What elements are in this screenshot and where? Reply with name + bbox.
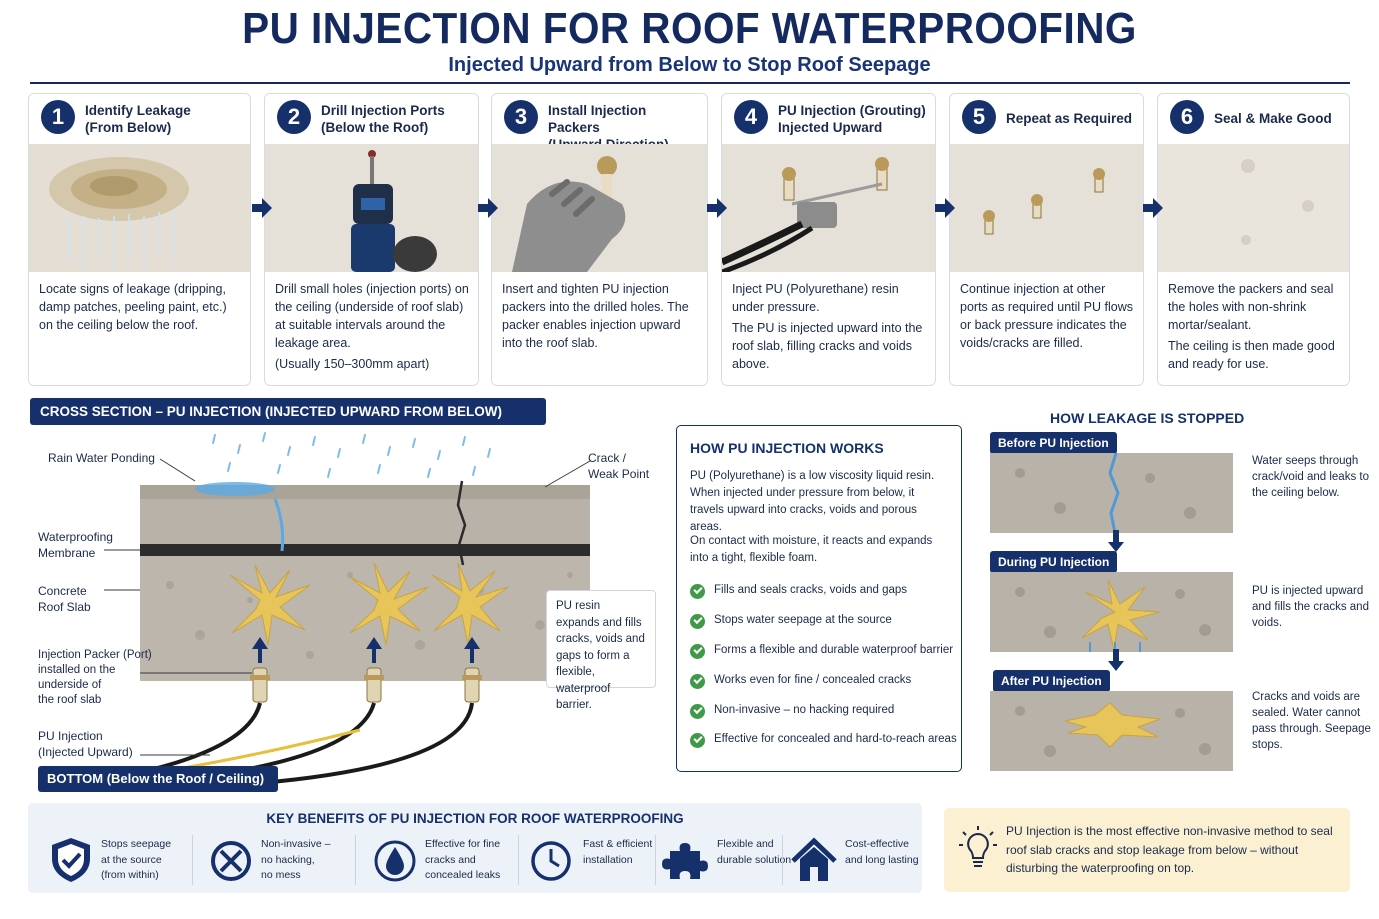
step-number-badge: 3 [504, 100, 538, 134]
summary-text: PU Injection is the most effective non-i… [1006, 824, 1333, 875]
arrow-down-icon [1108, 649, 1124, 671]
injection-packers [250, 637, 482, 703]
divider [355, 835, 356, 885]
waterproofing-membrane [140, 544, 590, 556]
rain-ponding-callout: Rain Water Ponding [48, 451, 155, 465]
page-title: PU INJECTION FOR ROOF WATERPROOFING [242, 4, 1137, 53]
step-card-4: 4 PU Injection (Grouting) Injected Upward… [721, 93, 936, 386]
pu-injection-illustration [722, 144, 935, 275]
water-drop-icon [374, 840, 416, 882]
arrow-right-icon [1143, 198, 1163, 218]
how-it-works-title: HOW PU INJECTION WORKS [690, 440, 884, 456]
step-number-badge: 2 [277, 100, 311, 134]
step-title: Repeat as Required [1006, 111, 1133, 126]
puzzle-icon [662, 843, 708, 879]
after-injection-text: Cracks and voids are sealed. Water canno… [1252, 691, 1371, 751]
cross-section-diagram [104, 432, 591, 785]
cross-section-label: CROSS SECTION – PU INJECTION (INJECTED U… [30, 398, 546, 425]
arrow-right-icon [707, 198, 727, 218]
step-description: Drill small holes (injection ports) on t… [275, 282, 469, 371]
step-description: Continue injection at other ports as req… [960, 282, 1133, 350]
ceiling-leak-illustration [29, 144, 250, 272]
check-icon [690, 584, 705, 599]
no-hacking-icon [211, 841, 251, 881]
shield-check-icon [52, 838, 90, 882]
step-number-badge: 6 [1170, 100, 1204, 134]
house-icon [791, 837, 837, 881]
step-number-badge: 1 [41, 100, 75, 134]
step-number-badge: 5 [962, 100, 996, 134]
key-benefits-panel: KEY BENEFITS OF PU INJECTION FOR ROOF WA… [28, 803, 922, 893]
benefit-check-item: Works even for fine / concealed cracks [690, 673, 953, 691]
rain-drops [212, 432, 491, 478]
step-title: PU Injection (Grouting) Injected Upward [778, 103, 926, 135]
arrow-right-icon [252, 198, 272, 218]
summary-box: PU Injection is the most effective non-i… [944, 808, 1350, 892]
check-icon [690, 614, 705, 629]
step-number-badge: 4 [734, 100, 768, 134]
bottom-label: BOTTOM (Below the Roof / Ceiling) [38, 766, 278, 792]
step-description: Remove the packers and seal the holes wi… [1168, 282, 1335, 371]
slab-callout: Concrete Roof Slab [38, 584, 91, 614]
crack-callout: Crack / Weak Point [588, 451, 650, 481]
check-icon [690, 644, 705, 659]
benefit-check-item: Non-invasive – no hacking required [690, 703, 953, 721]
pu-resin-fill [229, 562, 509, 646]
leakage-stopped-title: HOW LEAKAGE IS STOPPED [1050, 410, 1245, 426]
check-icon [690, 733, 705, 748]
how-it-works-paragraph-1: PU (Polyurethane) is a low viscosity liq… [690, 470, 935, 533]
divider [518, 835, 519, 885]
divider [192, 835, 193, 885]
step-card-5: 5 Repeat as Required Continue injection a… [949, 93, 1144, 386]
divider [655, 835, 656, 885]
pu-injection-callout: PU Injection (Injected Upward) [38, 729, 133, 759]
stage-tag-after: After PU Injection [993, 670, 1110, 692]
step-description: Inject PU (Polyurethane) resin under pre… [732, 282, 923, 371]
during-injection-text: PU is injected upward and fills the crac… [1252, 585, 1369, 629]
arrow-right-icon [478, 198, 498, 218]
page-subtitle: Injected Upward from Below to Stop Roof … [448, 54, 931, 76]
clock-icon [531, 841, 571, 881]
after-injection-illustration [990, 691, 1233, 771]
step-card-6: 6 Seal & Make Good Remove the packers and… [1157, 93, 1350, 386]
step-title: Identify Leakage (From Below) [85, 103, 191, 135]
crack-line [456, 480, 467, 566]
step-title: Drill Injection Ports (Below the Roof) [321, 103, 445, 135]
packer-install-illustration [492, 144, 707, 272]
divider [782, 835, 783, 885]
before-injection-illustration [990, 453, 1233, 533]
stage-tag-before: Before PU Injection [990, 432, 1117, 454]
repeat-injection-illustration [950, 144, 1143, 272]
step-title: Seal & Make Good [1214, 111, 1332, 126]
header-divider [30, 82, 1350, 84]
lightbulb-icon [959, 826, 997, 867]
how-it-works-paragraph-2: On contact with moisture, it reacts and … [690, 535, 933, 564]
stage-tag-during: During PU Injection [990, 551, 1118, 573]
benefit-check-item: Forms a flexible and durable waterproof … [690, 643, 953, 661]
check-icon [690, 674, 705, 689]
benefit-check-item: Stops water seepage at the source [690, 613, 953, 631]
key-benefits-title: KEY BENEFITS OF PU INJECTION FOR ROOF WA… [266, 811, 684, 826]
step-description: Insert and tighten PU injection packers … [502, 282, 689, 350]
sealed-ceiling-illustration [1158, 144, 1349, 272]
benefit-check-item: Effective for concealed and hard-to-reac… [690, 732, 957, 750]
step-card-1: 1 Identify Leakage (From Below) Locate si… [28, 93, 251, 386]
pu-expansion-note: PU resin expands and fills cracks, voids… [546, 590, 656, 711]
drill-illustration [265, 144, 478, 272]
ponding-water [195, 482, 275, 496]
membrane-callout: Waterproofing Membrane [38, 530, 113, 560]
before-injection-text: Water seeps through crack/void and leaks… [1252, 455, 1369, 499]
packer-callout: Injection Packer (Port) installed on the… [38, 649, 152, 706]
check-icon [690, 704, 705, 719]
arrow-right-icon [935, 198, 955, 218]
arrow-down-icon [1108, 530, 1124, 552]
benefit-check-item: Fills and seals cracks, voids and gaps [690, 583, 953, 601]
during-injection-illustration [990, 572, 1233, 652]
how-it-works-panel: HOW PU INJECTION WORKS PU (Polyurethane)… [676, 425, 962, 772]
step-description: Locate signs of leakage (dripping, damp … [39, 282, 227, 332]
